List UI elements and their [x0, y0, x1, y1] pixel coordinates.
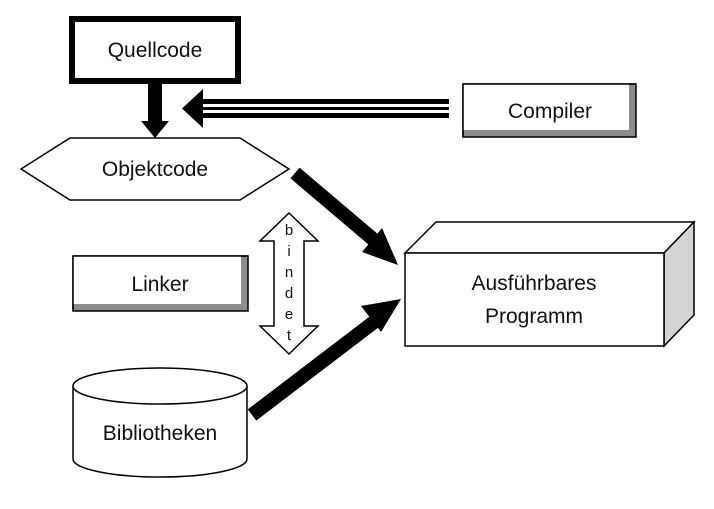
executable-label-line1: Ausführbares: [472, 272, 597, 295]
binds-letter-3: n: [285, 264, 293, 281]
binds-letter-6: t: [287, 327, 292, 344]
compiler-label: Compiler: [508, 100, 592, 123]
compiler-node: Compiler: [462, 83, 637, 138]
linker-node: Linker: [72, 255, 249, 312]
linker-label: Linker: [131, 273, 188, 296]
arrow-compiler-to-source: [182, 89, 449, 128]
library-label: Bibliotheken: [103, 422, 217, 445]
library-node: Bibliotheken: [72, 367, 248, 478]
binds-letter-4: d: [285, 285, 293, 302]
executable-node: Ausführbares Programm: [403, 220, 696, 348]
object-code-label: Objektcode: [102, 158, 208, 181]
arrow-library-to-executable: [247, 299, 401, 421]
binds-letter-1: b: [285, 222, 293, 239]
binds-double-arrow: b i n d e t: [258, 211, 320, 356]
arrow-source-to-object: [141, 83, 169, 138]
binds-letter-2: i: [287, 243, 290, 260]
arrow-object-to-executable: [290, 167, 398, 265]
binds-letter-5: e: [285, 306, 293, 323]
executable-label-line2: Programm: [485, 305, 583, 328]
object-code-node: Objektcode: [19, 137, 291, 201]
source-code-node: Quellcode: [69, 16, 241, 84]
source-code-label: Quellcode: [108, 39, 203, 62]
